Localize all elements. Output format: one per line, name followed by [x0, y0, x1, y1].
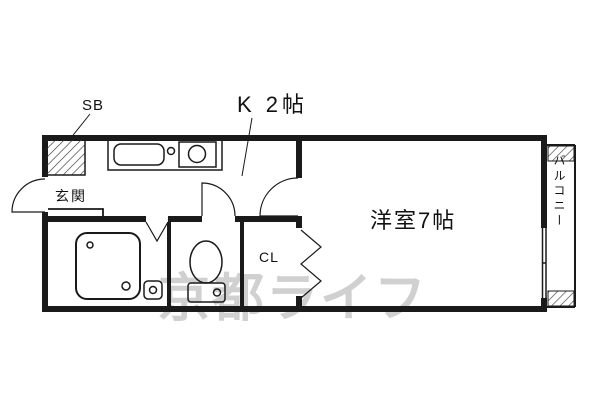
wall-bath-row-mid	[168, 216, 202, 222]
toilet-door-arc	[201, 182, 236, 217]
bathtub-drain	[121, 281, 131, 291]
kitchen-label: K 2帖	[237, 92, 309, 117]
stove-burner	[187, 144, 207, 164]
inner-walls	[42, 135, 302, 306]
balcony-outline	[547, 144, 576, 308]
shoe-box-leader-line	[69, 113, 91, 140]
kitchen-sink	[113, 143, 165, 166]
bathroom-folding-door	[145, 221, 169, 243]
toilet-tank	[187, 282, 226, 303]
washbasin	[143, 280, 163, 300]
wall-room-divider-lower	[296, 296, 302, 306]
toilet	[187, 240, 226, 303]
shoe-box-label: SB	[82, 97, 105, 114]
entrance-label: 玄関	[55, 188, 87, 204]
kitchen-faucet	[166, 146, 176, 156]
wall-right-lower	[541, 298, 547, 312]
wall-top	[42, 135, 547, 141]
shoe-box	[44, 138, 86, 176]
bathtub	[75, 232, 141, 300]
balcony-partition-bottom	[547, 290, 575, 307]
wall-right-upper	[541, 135, 547, 228]
wall-room-divider-mid	[296, 216, 302, 228]
kitchen-counter	[107, 138, 223, 171]
washbasin-bowl	[148, 285, 158, 295]
western-room-door-arc	[259, 177, 299, 217]
balcony-sliding-window	[541, 228, 547, 298]
closet-label: CL	[259, 249, 279, 265]
wall-toilet-closet-divider	[240, 222, 244, 306]
toilet-flush-knob	[212, 288, 222, 297]
wall-room-divider-upper	[296, 135, 302, 178]
entrance-door-arc	[11, 178, 46, 213]
wall-bath-row-right	[235, 216, 296, 222]
wall-left-lower	[42, 212, 48, 312]
balcony-partition-top	[547, 145, 575, 162]
wall-bottom	[42, 306, 547, 312]
entrance-step-line	[48, 208, 104, 216]
wall-bath-toilet-divider	[167, 222, 171, 306]
watermark-text: 京都ライフ	[158, 270, 429, 328]
door-arcs	[11, 177, 322, 299]
counter-outline	[107, 138, 223, 171]
bathtub-faucet	[86, 241, 94, 249]
kitchen-leader-line	[241, 117, 253, 177]
toilet-bowl	[189, 240, 223, 284]
washbasin-outline	[143, 280, 163, 300]
balcony-label: バルコニー	[552, 154, 566, 229]
kitchen-stove	[178, 141, 217, 168]
closet-folding-door	[300, 229, 322, 299]
western-room-label: 洋室7帖	[370, 208, 457, 233]
wall-bath-row-left	[42, 216, 146, 222]
outer-walls	[42, 135, 547, 312]
bathtub-outline	[75, 232, 141, 300]
